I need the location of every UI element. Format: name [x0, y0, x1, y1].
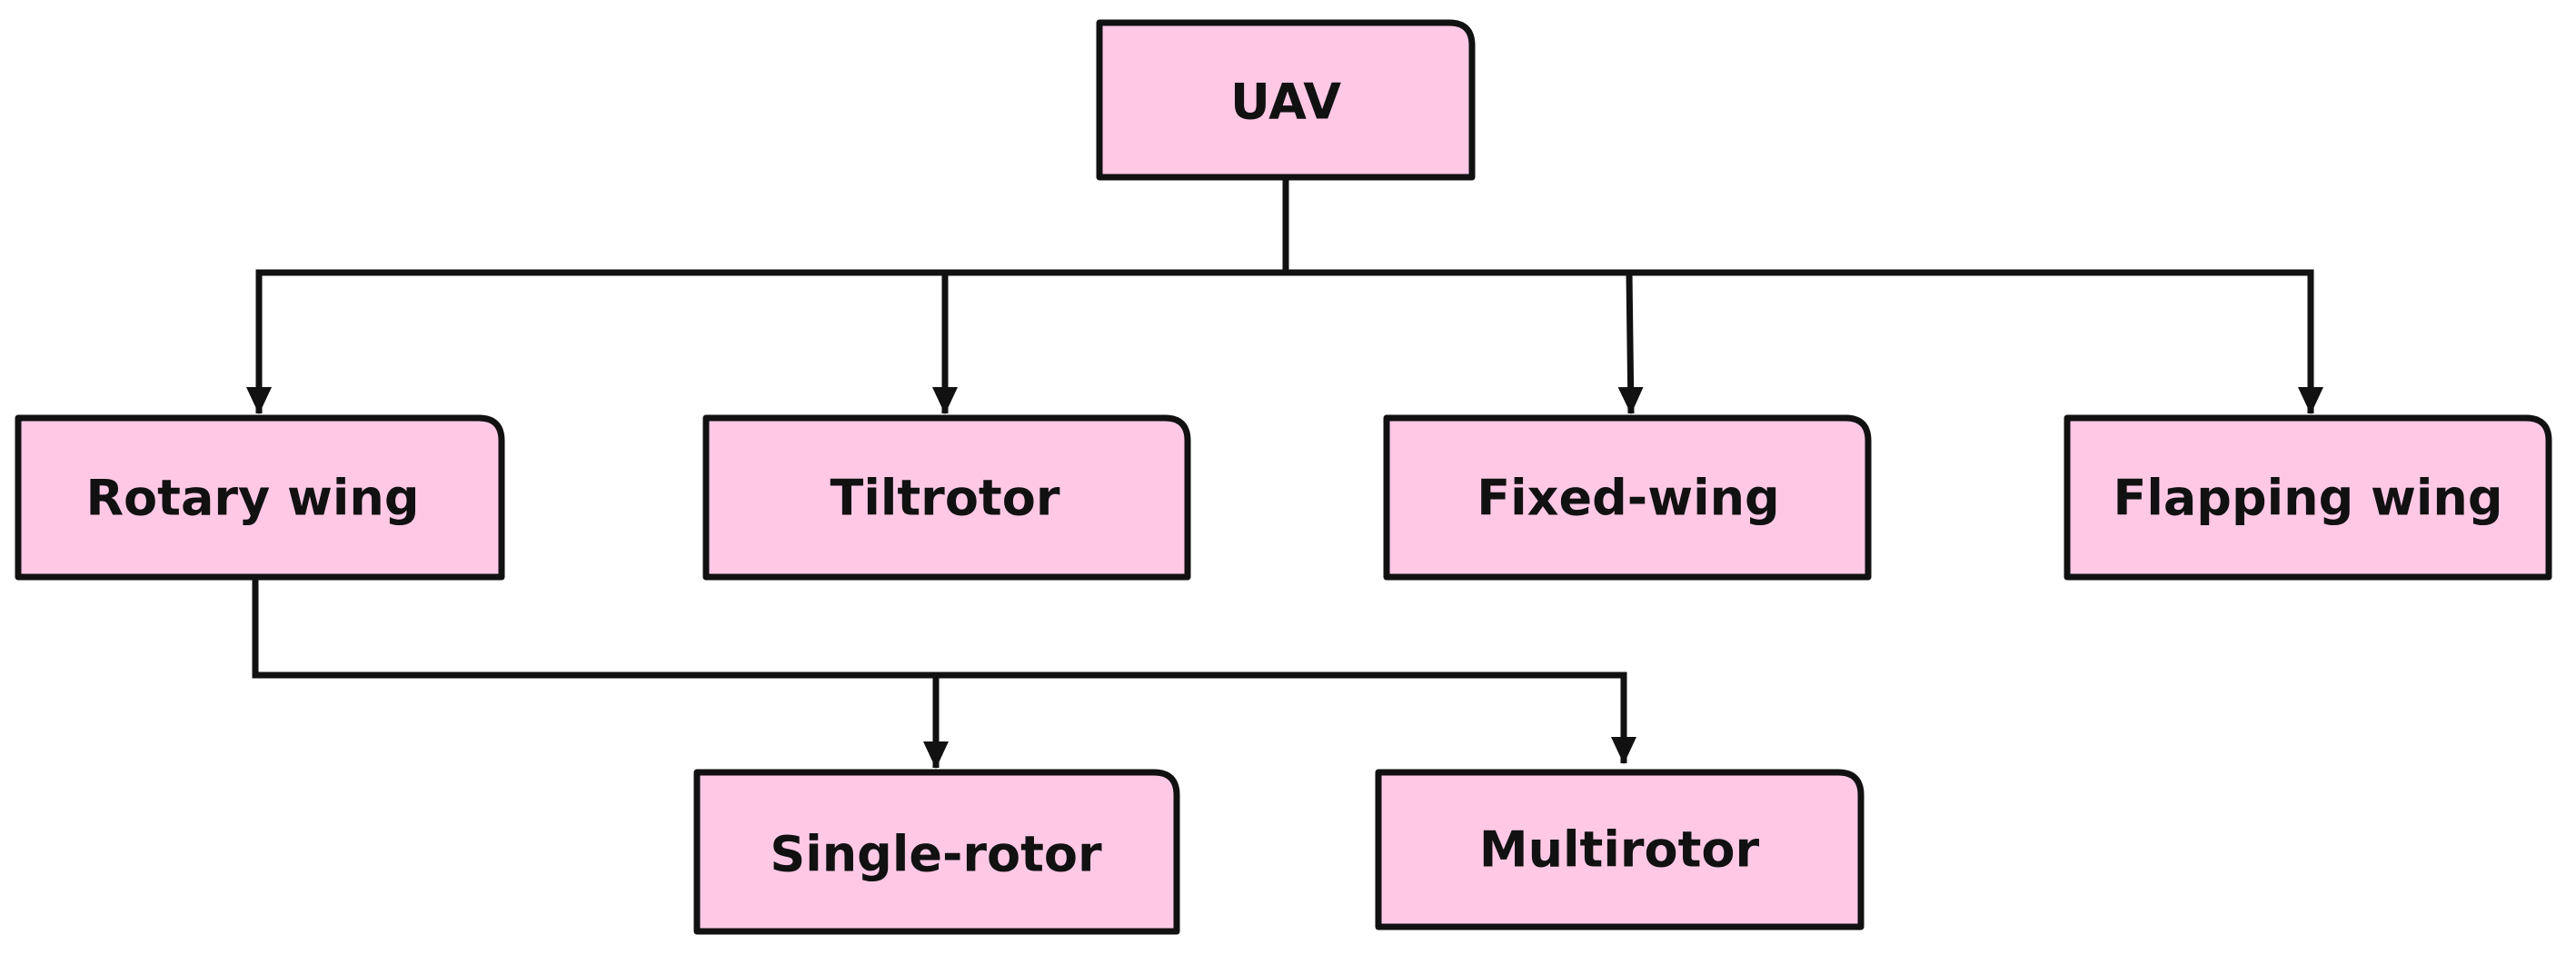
node-fixed-wing-box: [1383, 414, 1872, 581]
node-rotary-wing-label: Rotary wing: [85, 470, 419, 527]
node-flapping-wing: Flapping wing: [2064, 414, 2552, 581]
edge-uav-to-flapping-wing: [1286, 269, 2323, 414]
node-uav-box: [1096, 19, 1476, 181]
node-tiltrotor-box: [702, 414, 1191, 581]
node-fixed-wing: Fixed-wing: [1383, 414, 1872, 581]
node-multirotor-label: Multirotor: [1479, 821, 1760, 879]
edge-rotary-wing-to-single-rotor: [252, 577, 1636, 764]
node-uav-label: UAV: [1230, 74, 1341, 131]
connectors: [246, 177, 2323, 769]
node-flapping-wing-box: [2064, 414, 2552, 581]
node-fixed-wing-label: Fixed-wing: [1477, 470, 1779, 527]
node-rotary-wing-box: [15, 414, 505, 581]
node-single-rotor: Single-rotor: [693, 769, 1180, 935]
node-flapping-wing-label: Flapping wing: [2113, 470, 2502, 527]
node-uav: UAV: [1096, 19, 1476, 181]
node-rotary-wing: Rotary wing: [15, 414, 505, 581]
node-tiltrotor-label: Tiltrotor: [830, 470, 1060, 527]
node-tiltrotor: Tiltrotor: [702, 414, 1191, 581]
node-multirotor: Multirotor: [1375, 769, 1865, 930]
node-single-rotor-label: Single-rotor: [770, 826, 1102, 883]
node-multirotor-box: [1375, 769, 1865, 930]
node-single-rotor-box: [693, 769, 1180, 935]
edge-uav-to-rotary-wing: [246, 177, 1289, 414]
edge-uav-to-fixed-wing: [1617, 272, 1644, 414]
